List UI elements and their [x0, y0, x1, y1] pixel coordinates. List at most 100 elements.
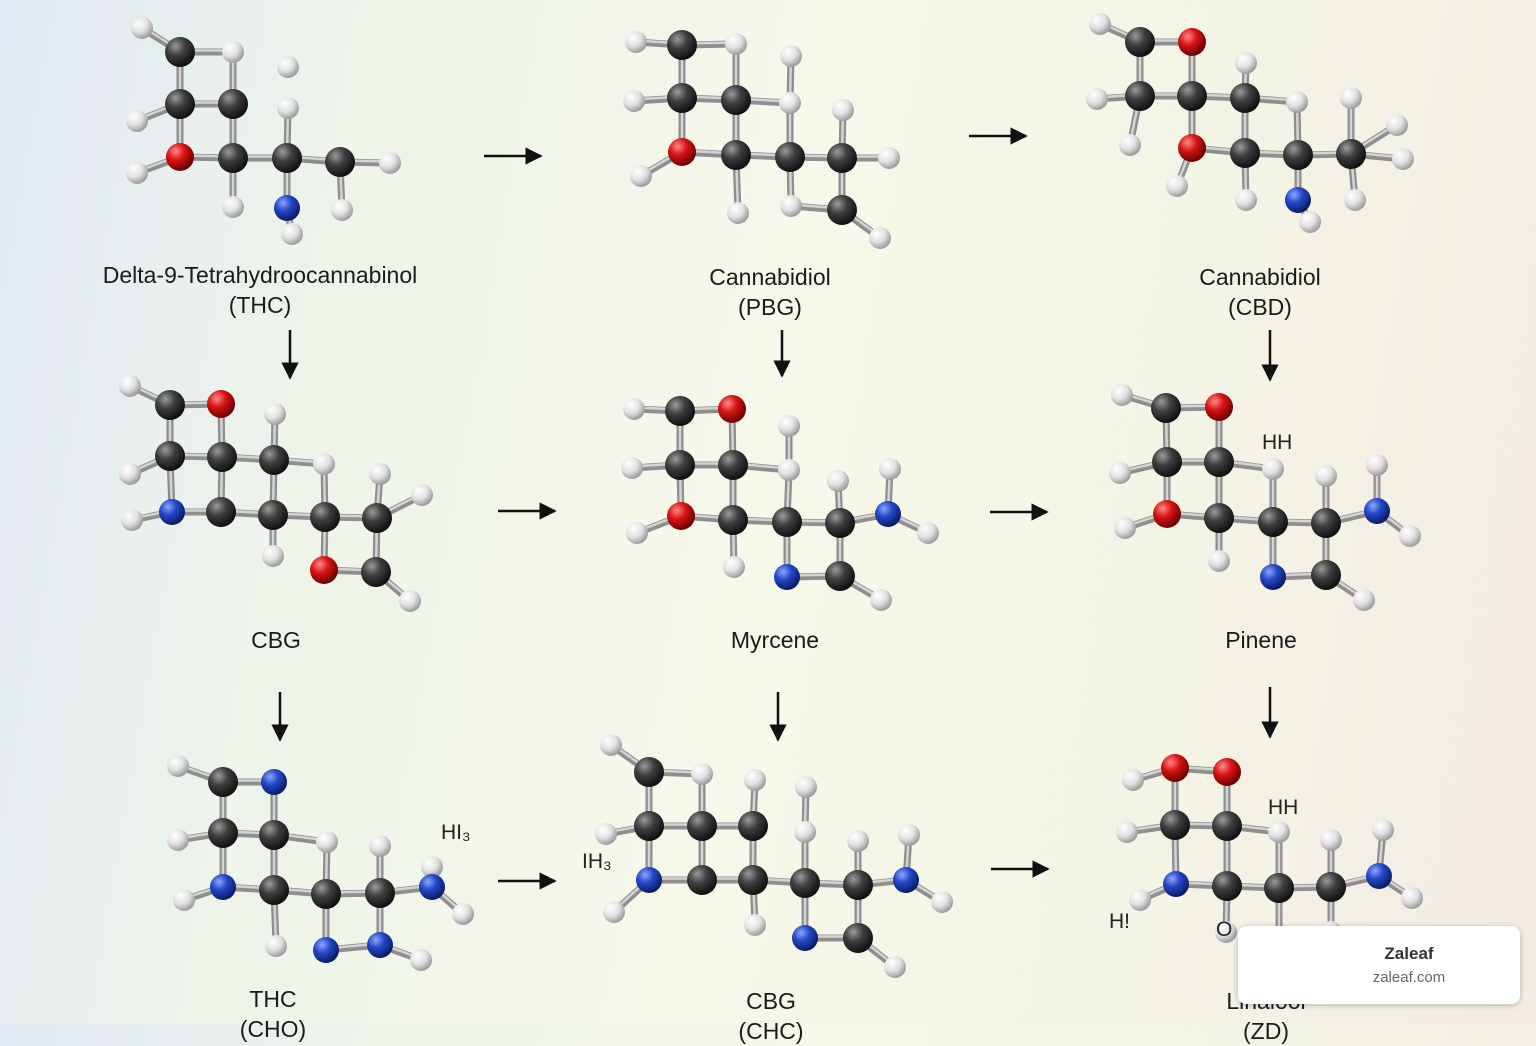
nitrogen-atom — [313, 937, 339, 963]
carbon-atom — [208, 818, 238, 848]
oxygen-atom — [718, 395, 746, 423]
atom-label-hh: HH — [1262, 431, 1293, 454]
hydrogen-atom — [262, 545, 284, 567]
molecule-name: Pinene — [1225, 627, 1297, 653]
molecule-code: (PBG) — [738, 294, 802, 320]
carbon-atom — [772, 507, 802, 537]
hydrogen-atom — [173, 889, 195, 911]
hydrogen-atom — [744, 914, 766, 936]
hydrogen-atom — [794, 821, 816, 843]
hydrogen-atom — [281, 223, 303, 245]
hydrogen-atom — [119, 375, 141, 397]
hydrogen-atom — [869, 227, 891, 249]
hydrogen-atom — [277, 56, 299, 78]
molecule-label-pinene: Pinene — [1031, 625, 1491, 655]
carbon-atom — [827, 195, 857, 225]
carbon-atom — [1125, 81, 1155, 111]
molecule-name: CBG — [746, 988, 796, 1014]
carbon-atom — [1264, 873, 1294, 903]
carbon-atom — [1230, 138, 1260, 168]
carbon-atom — [1336, 139, 1366, 169]
carbon-atom — [155, 390, 185, 420]
hydrogen-atom — [691, 763, 713, 785]
carbon-atom — [1177, 81, 1207, 111]
nitrogen-atom — [774, 564, 800, 590]
carbon-atom — [361, 557, 391, 587]
hydrogen-atom — [727, 202, 749, 224]
hydrogen-atom — [1286, 91, 1308, 113]
hydrogen-atom — [600, 734, 622, 756]
carbon-atom — [665, 396, 695, 426]
carbon-atom — [738, 811, 768, 841]
hydrogen-atom — [1386, 114, 1408, 136]
hydrogen-atom — [898, 824, 920, 846]
carbon-atom — [1230, 83, 1260, 113]
molecule-code: (CHO) — [239, 1016, 307, 1042]
oxygen-atom — [668, 138, 696, 166]
hydrogen-atom — [878, 147, 900, 169]
oxygen-atom — [310, 556, 338, 584]
carbon-atom — [218, 143, 248, 173]
reaction-diagram — [119, 13, 1423, 978]
carbon-atom — [218, 89, 248, 119]
hydrogen-atom — [780, 195, 802, 217]
hydrogen-atom — [369, 463, 391, 485]
molecule-label-cbg-2: CBG (CHC) — [541, 986, 1001, 1046]
molecule-name: THC — [249, 986, 297, 1012]
molecule-code: (ZD) — [1243, 1018, 1289, 1044]
molecule-name: Cannabidiol — [1199, 264, 1321, 290]
hydrogen-atom — [595, 823, 617, 845]
hydrogen-atom — [931, 891, 953, 913]
nitrogen-atom — [875, 501, 901, 527]
hydrogen-atom — [1119, 134, 1141, 156]
carbon-atom — [165, 89, 195, 119]
carbon-atom — [738, 865, 768, 895]
carbon-atom — [259, 875, 289, 905]
molecule-code: (CHC) — [738, 1018, 804, 1044]
hydrogen-atom — [779, 92, 801, 114]
hydrogen-atom — [1109, 462, 1131, 484]
carbon-atom — [1311, 560, 1341, 590]
molecule-name: Cannabidiol — [709, 264, 831, 290]
hydrogen-atom — [1111, 384, 1133, 406]
carbon-atom — [665, 450, 695, 480]
hydrogen-atom — [222, 41, 244, 63]
nitrogen-atom — [1163, 871, 1189, 897]
hydrogen-atom — [265, 935, 287, 957]
hydrogen-atom — [222, 196, 244, 218]
carbon-atom — [206, 497, 236, 527]
hydrogen-atom — [1116, 821, 1138, 843]
hydrogen-atom — [1344, 189, 1366, 211]
hydrogen-atom — [832, 99, 854, 121]
hydrogen-atom — [884, 956, 906, 978]
hydrogen-atom — [264, 403, 286, 425]
watermark-url: zaleaf.com — [1372, 969, 1446, 986]
carbon-atom — [1160, 810, 1190, 840]
atom-label-hi3: HI₃ — [441, 821, 471, 844]
hydrogen-atom — [780, 45, 802, 67]
hydrogen-atom — [603, 901, 625, 923]
oxygen-atom — [1213, 758, 1241, 786]
hydrogen-atom — [167, 829, 189, 851]
carbon-atom — [1283, 140, 1313, 170]
carbon-atom — [667, 30, 697, 60]
hydrogen-atom — [421, 856, 443, 878]
oxygen-atom — [207, 390, 235, 418]
hydrogen-atom — [1340, 87, 1362, 109]
carbon-atom — [718, 450, 748, 480]
hydrogen-atom — [795, 776, 817, 798]
carbon-atom — [310, 502, 340, 532]
hydrogen-atom — [452, 903, 474, 925]
hydrogen-atom — [1392, 148, 1414, 170]
oxygen-atom — [1178, 28, 1206, 56]
carbon-atom — [1204, 503, 1234, 533]
hydrogen-atom — [625, 31, 647, 53]
carbon-atom — [1258, 507, 1288, 537]
nitrogen-atom — [792, 925, 818, 951]
carbon-atom — [825, 561, 855, 591]
hydrogen-atom — [131, 17, 153, 39]
carbon-atom — [667, 83, 697, 113]
carbon-atom — [634, 757, 664, 787]
hydrogen-atom — [1262, 458, 1284, 480]
hydrogen-atom — [1372, 819, 1394, 841]
